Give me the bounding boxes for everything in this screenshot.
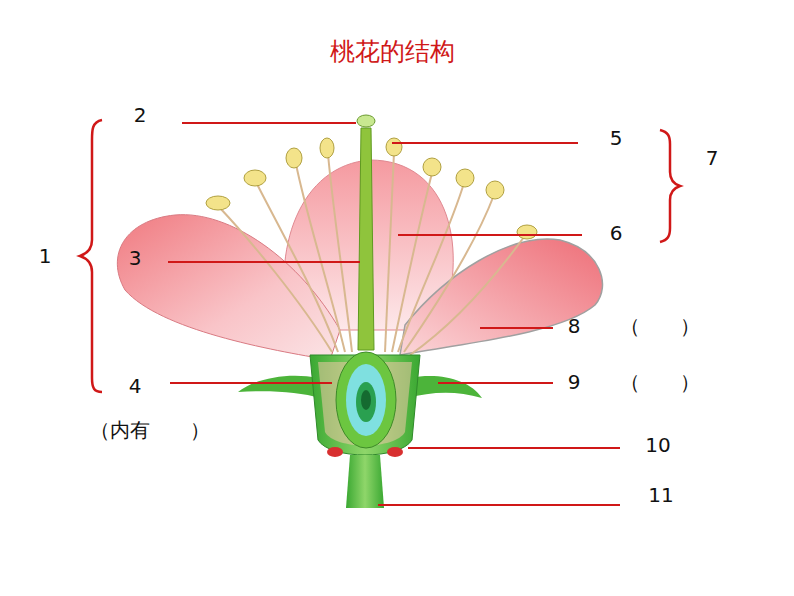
- callout-number: 3: [129, 247, 142, 269]
- blank-annotation: （ ）: [620, 371, 700, 393]
- bracket: [80, 120, 102, 392]
- blank-annotation: （内有 ）: [90, 419, 210, 441]
- callout-number: 7: [706, 147, 719, 169]
- callout-number: 11: [648, 484, 673, 506]
- callout-number: 9: [568, 371, 581, 393]
- diagram-title: 桃花的结构: [330, 38, 455, 66]
- callout-number: 8: [568, 315, 581, 337]
- callout-number: 4: [129, 375, 142, 397]
- bracket: [660, 130, 680, 242]
- blank-annotation: （ ）: [620, 315, 700, 337]
- leader-lines: [168, 123, 620, 505]
- callout-number: 10: [645, 434, 670, 456]
- callout-number: 6: [610, 222, 623, 244]
- callout-number: 1: [39, 245, 52, 267]
- callout-number: 2: [134, 104, 147, 126]
- callout-number: 5: [610, 127, 623, 149]
